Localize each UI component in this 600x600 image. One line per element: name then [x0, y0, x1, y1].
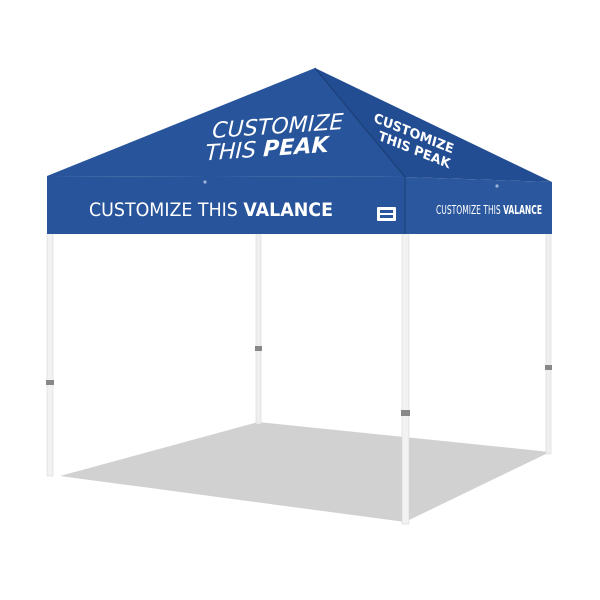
leg-front-left-clamp [46, 380, 54, 385]
valance-front-text: CUSTOMIZE THIS VALANCE [89, 199, 333, 221]
grommet-right [495, 184, 499, 188]
canopy-roof-side [315, 68, 552, 182]
peak-front-line2-prefix: THIS [205, 137, 264, 166]
valance-side-bold: VALANCE [503, 203, 542, 217]
leg-back-left [255, 231, 262, 425]
grommet-left [203, 180, 207, 184]
peak-front-line2-bold: PEAK [263, 133, 331, 163]
leg-back-left-clamp [255, 346, 262, 351]
roof-ridge-line [314, 67, 406, 178]
leg-front-left [46, 231, 54, 477]
brand-logo-icon [377, 207, 396, 221]
leg-back-right-clamp [545, 365, 552, 370]
peak-front-line2: THIS PEAK [205, 133, 331, 167]
ground-shadow [60, 422, 550, 522]
canopy-roof-front [47, 68, 405, 177]
valance-side-prefix: CUSTOMIZE THIS [436, 203, 503, 217]
leg-front-right [401, 231, 410, 525]
valance-front-panel [47, 176, 405, 234]
leg-back-right [545, 231, 552, 455]
valance-side-panel [405, 177, 552, 234]
valance-front-prefix: CUSTOMIZE THIS [89, 199, 243, 221]
valance-side-text: CUSTOMIZE THIS VALANCE [436, 203, 542, 217]
valance-front-bold: VALANCE [243, 199, 333, 221]
leg-front-right-clamp [401, 410, 410, 416]
